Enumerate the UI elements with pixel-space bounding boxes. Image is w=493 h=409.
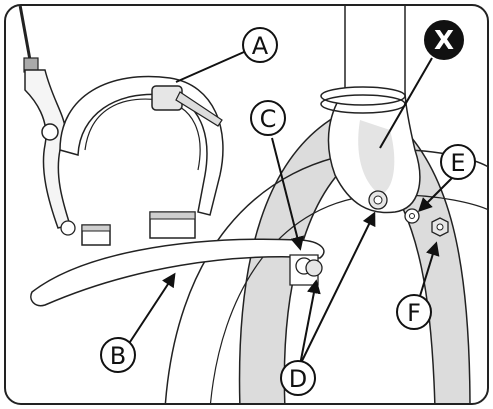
caliper-arch — [59, 75, 224, 216]
washer-e-hole — [409, 213, 415, 219]
callout-e-label: E — [450, 149, 465, 177]
callout-a-label: A — [252, 32, 269, 60]
leader-d2 — [299, 211, 376, 366]
leader-d1 — [299, 279, 321, 366]
brake-pad-right-face — [149, 211, 196, 220]
headset-ring — [320, 86, 406, 106]
wheel-tyre-inner — [209, 194, 487, 403]
caliper-pivot — [41, 123, 59, 141]
callout-x: X — [424, 20, 464, 60]
callout-c: C — [250, 100, 286, 136]
callout-c-label: C — [260, 105, 277, 133]
callout-b: B — [100, 337, 136, 373]
callout-a: A — [242, 27, 278, 63]
callout-b-label: B — [110, 342, 126, 370]
leader-x — [379, 57, 433, 149]
nut-f-hole — [436, 223, 444, 231]
mudguard — [30, 238, 325, 307]
pad-bolt — [60, 220, 76, 236]
leader-a — [175, 51, 245, 83]
center-bolt — [175, 91, 223, 127]
callout-f: F — [396, 294, 432, 330]
leader-e — [418, 177, 453, 212]
leader-c — [271, 137, 305, 251]
callout-e: E — [440, 144, 476, 180]
leader-f — [419, 241, 440, 297]
callout-f-label: F — [407, 299, 421, 327]
brake-pad-left-face — [81, 224, 111, 232]
leader-b — [127, 272, 176, 346]
callout-d-label: D — [289, 365, 307, 393]
fork-crown — [327, 6, 421, 214]
callout-x-label: X — [434, 26, 454, 56]
bolt-d-inner — [373, 195, 383, 205]
brake-cable — [18, 6, 32, 61]
callout-d: D — [280, 360, 316, 396]
bolt-c-head — [305, 259, 323, 277]
